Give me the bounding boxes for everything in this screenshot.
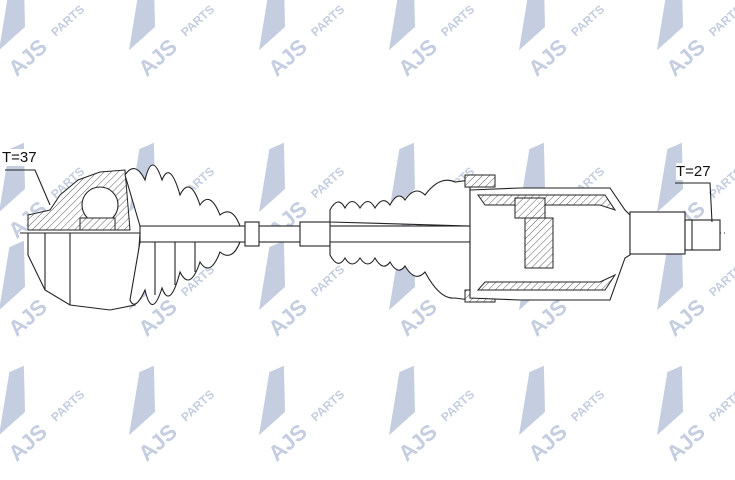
right-boot-bottom [329,241,471,301]
boot-clamp [464,174,496,188]
right-teeth-label: T=27 [676,163,711,180]
watermark-sub: PARTS [178,387,217,424]
watermark-sub: PARTS [308,2,347,39]
watermark-sub: PARTS [308,164,347,201]
watermark-sub: PARTS [438,2,477,39]
watermark-sub: PARTS [308,387,347,424]
watermark-brand: AJS [133,34,182,81]
watermark-sub: PARTS [568,2,607,39]
watermark-brand: AJS [3,419,52,466]
watermark-brand: AJS [263,34,312,81]
right-leader-line [675,182,713,223]
watermark-brand: AJS [133,419,182,466]
watermark-brand: AJS [393,294,442,341]
watermark-brand: AJS [661,294,710,341]
watermark-brand: AJS [523,294,572,341]
right-boot-top [329,179,471,227]
left-joint-cage [79,217,116,231]
watermark-sub: PARTS [706,262,735,299]
watermark-brand: AJS [133,294,182,341]
watermark-sub: PARTS [568,387,607,424]
watermark-sub: PARTS [48,2,87,39]
watermark-sub: PARTS [178,2,217,39]
left-boot-bottom [129,241,241,306]
watermark-sub: PARTS [706,387,735,424]
watermark-brand: AJS [263,294,312,341]
stub-spline [684,219,721,251]
watermark-sub: PARTS [308,262,347,299]
shaft-assembly [5,164,725,311]
left-teeth-label: T=37 [2,149,37,166]
watermark-brand: AJS [3,294,52,341]
watermark-brand: AJS [263,419,312,466]
tripod-roller-top [514,197,546,219]
watermark-brand: AJS [523,419,572,466]
left-leader-line [5,169,51,206]
watermark-brand: AJS [3,34,52,81]
tripod-roller [524,217,554,269]
watermark-sub: PARTS [438,387,477,424]
watermark-brand: AJS [661,34,710,81]
watermark-brand: AJS [393,34,442,81]
shaft-collar [299,221,331,247]
shaft-collar [244,221,260,247]
watermark-sub: PARTS [706,2,735,39]
watermark-sub: PARTS [48,387,87,424]
left-boot-top [124,164,241,227]
watermark-brand: AJS [523,34,572,81]
watermark-brand: AJS [393,419,442,466]
watermark-brand: AJS [661,419,710,466]
stub-shaft [629,211,686,255]
